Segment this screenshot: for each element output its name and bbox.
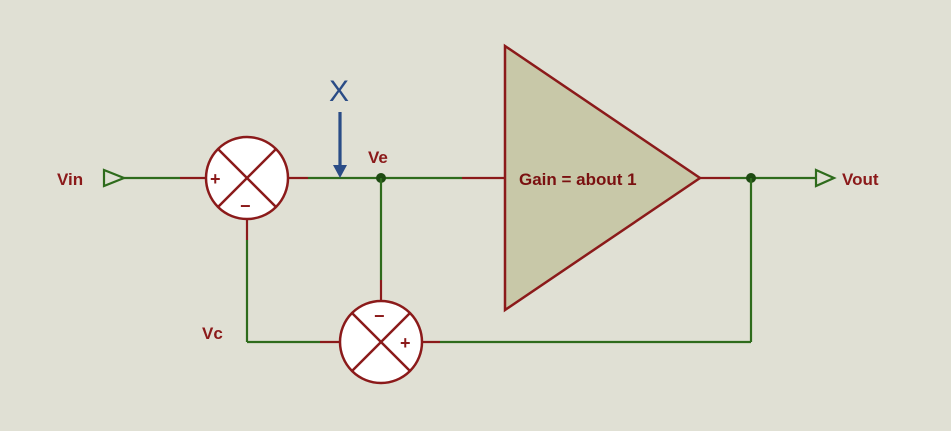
- vin-label: Vin: [57, 170, 83, 189]
- ve-label: Ve: [368, 148, 388, 167]
- bottom-summer-plus: +: [400, 333, 411, 353]
- x-arrow-head-icon: [333, 165, 347, 178]
- top-summing-junction: + −: [204, 135, 290, 221]
- amplifier-gain-label: Gain = about 1: [519, 170, 637, 189]
- vout-label: Vout: [842, 170, 879, 189]
- top-summer-plus: +: [210, 169, 221, 189]
- bottom-summer-minus: −: [374, 306, 385, 326]
- bottom-summing-junction: − +: [338, 299, 424, 385]
- vin-terminal-icon: [102, 168, 127, 188]
- x-label: X: [329, 75, 349, 108]
- amplifier-triangle: [503, 43, 703, 313]
- vout-terminal-icon: [814, 168, 837, 188]
- top-summer-minus: −: [240, 196, 251, 216]
- vc-label: Vc: [202, 324, 223, 343]
